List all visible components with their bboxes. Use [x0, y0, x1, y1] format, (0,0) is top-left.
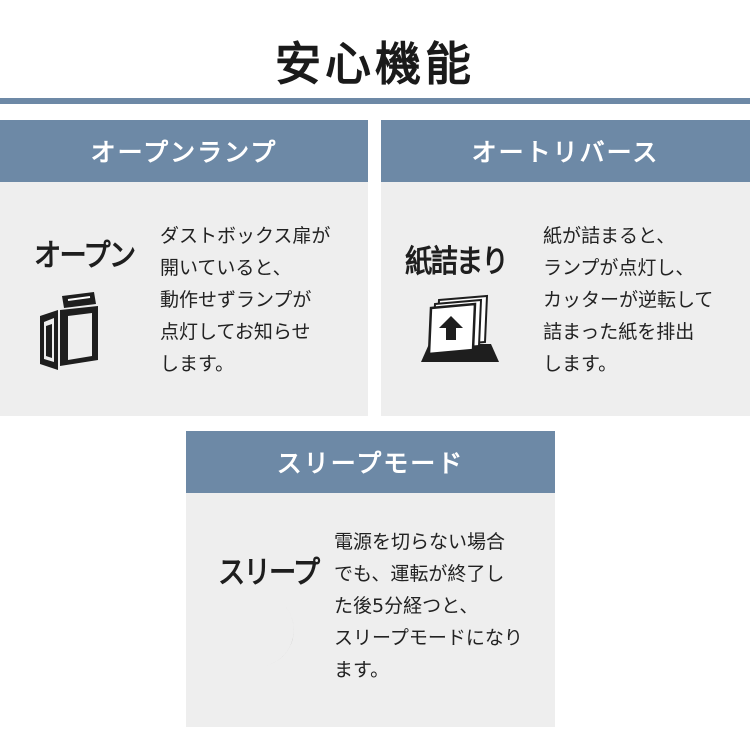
crescent-moon-icon [230, 605, 294, 667]
feature-heading: オープンランプ [0, 120, 368, 182]
feature-heading: オートリバース [381, 120, 750, 182]
feature-card-open-lamp: オープンランプ オープン ダストボックス扉が 開いていると、 動作せずランプが … [0, 120, 368, 416]
shredder-open-icon [40, 292, 98, 370]
paper-jam-reverse-icon [421, 294, 499, 362]
feature-description: 紙が詰まると、 ランプが点灯し、 カッターが逆転して 詰まった紙を排出 します。 [543, 225, 714, 375]
icon-label: 紙詰まり [405, 244, 509, 280]
feature-description: 電源を切らない場合 でも、運転が終了し た後5分経つと、 スリープモードになり … [334, 531, 523, 681]
icon-label: スリープ [218, 555, 320, 591]
page-title: 安心機能 [275, 37, 475, 91]
feature-card-auto-reverse: オートリバース 紙詰まり 紙が詰まると、 ランプが点灯し、 カッターが逆転して … [381, 120, 750, 416]
feature-heading: スリープモード [186, 431, 555, 493]
feature-card-sleep-mode: スリープモード スリープ 電源を切らない場合 でも、運転が終了し た後5分経つと… [186, 431, 555, 727]
icon-label: オープン [34, 238, 136, 274]
title-divider [0, 98, 750, 104]
feature-description: ダストボックス扉が 開いていると、 動作せずランプが 点灯してお知らせ します。 [160, 225, 331, 375]
